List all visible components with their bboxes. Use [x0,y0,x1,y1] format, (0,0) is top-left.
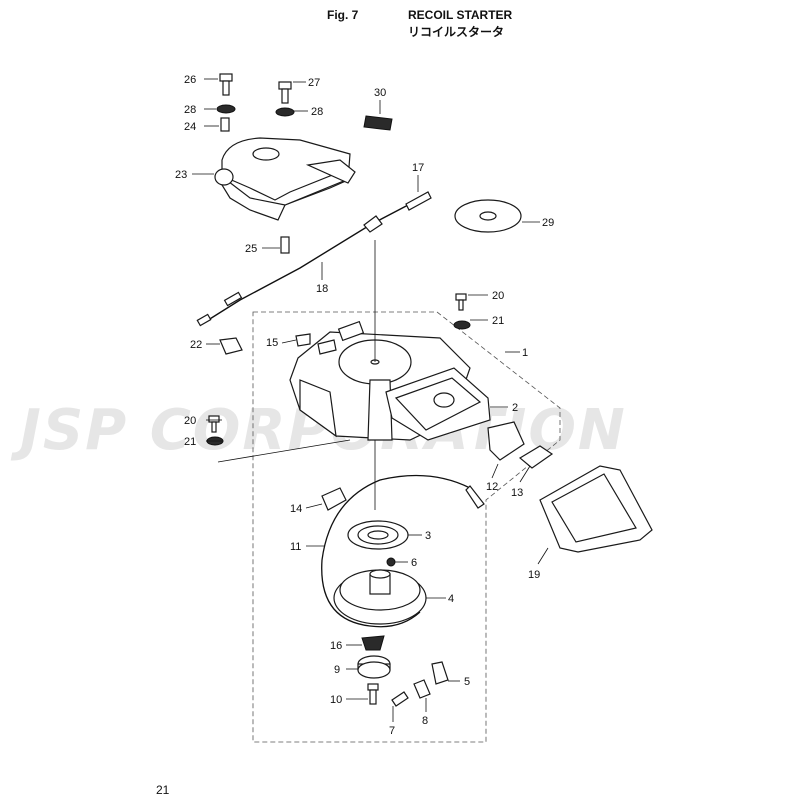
pawl-8 [413,679,431,699]
callout-7: 7 [389,725,395,737]
callout-28a: 28 [184,104,196,116]
recoil-spring-3 [347,520,409,550]
callout-29: 29 [542,217,554,229]
callout-19: 19 [528,569,540,581]
bolt-20b [208,415,220,433]
callout-24: 24 [184,121,196,133]
decal-29 [454,199,522,233]
choke-cable-18 [196,203,411,327]
collar-24 [220,117,230,132]
bolt-27 [278,81,292,104]
callout-16: 16 [330,640,342,652]
page-number: 21 [156,783,170,797]
pin-6 [386,557,396,567]
grip-frame-2 [385,367,491,441]
callout-26: 26 [184,74,196,86]
washer-16 [361,635,385,651]
callout-23: 23 [175,169,187,181]
callout-1: 1 [522,347,528,359]
starter-rope-11 [321,474,471,628]
label-30 [363,115,393,131]
callout-21b: 21 [184,436,196,448]
figure-subtitle: リコイルスタータ [408,25,505,39]
figure-title: RECOIL STARTER [408,8,513,22]
callout-9: 9 [334,664,340,676]
callout-27: 27 [308,77,320,89]
callout-21a: 21 [492,315,504,327]
bolt-20a [455,293,467,311]
callout-17: 17 [412,162,424,174]
guide-14 [321,487,347,511]
handle-12 [487,421,525,461]
callout-30: 30 [374,87,386,99]
cam-5 [431,661,449,685]
callout-8: 8 [422,715,428,727]
bracket-22 [219,337,243,355]
washer-28a [216,104,236,114]
callout-4: 4 [448,593,454,605]
callout-22: 22 [190,339,202,351]
callout-20b: 20 [184,415,196,427]
leader-lines [192,78,549,722]
clip-15 [295,333,311,347]
bolt-10 [367,683,379,705]
callout-12: 12 [486,481,498,493]
bolt-26 [219,73,233,96]
callout-15: 15 [266,337,278,349]
reel-4 [333,569,427,625]
starter-cover [214,137,356,221]
callout-11: 11 [290,541,301,553]
callout-13: 13 [511,487,523,499]
collar-25 [280,236,290,254]
callout-20a: 20 [492,290,504,302]
callout-5: 5 [464,676,470,688]
handle-cap-13 [518,445,554,469]
drum-9 [357,655,391,679]
spring-17 [405,191,432,211]
figure-header: Fig. 7 RECOIL STARTER リコイルスタータ [0,6,800,40]
callout-10: 10 [330,694,342,706]
callout-labels: 26 27 28 28 24 30 23 17 29 25 18 20 21 1… [175,74,554,737]
washer-28b [275,107,295,117]
spring-7 [391,691,409,707]
callout-14: 14 [290,503,302,515]
callout-2: 2 [512,402,518,414]
washer-21a [453,320,471,330]
callout-18: 18 [316,283,328,295]
callout-25: 25 [245,243,257,255]
callout-3: 3 [425,530,431,542]
callout-28b: 28 [311,106,323,118]
callout-6: 6 [411,557,417,569]
seal-19 [539,465,653,553]
figure-number: Fig. 7 [327,8,359,22]
